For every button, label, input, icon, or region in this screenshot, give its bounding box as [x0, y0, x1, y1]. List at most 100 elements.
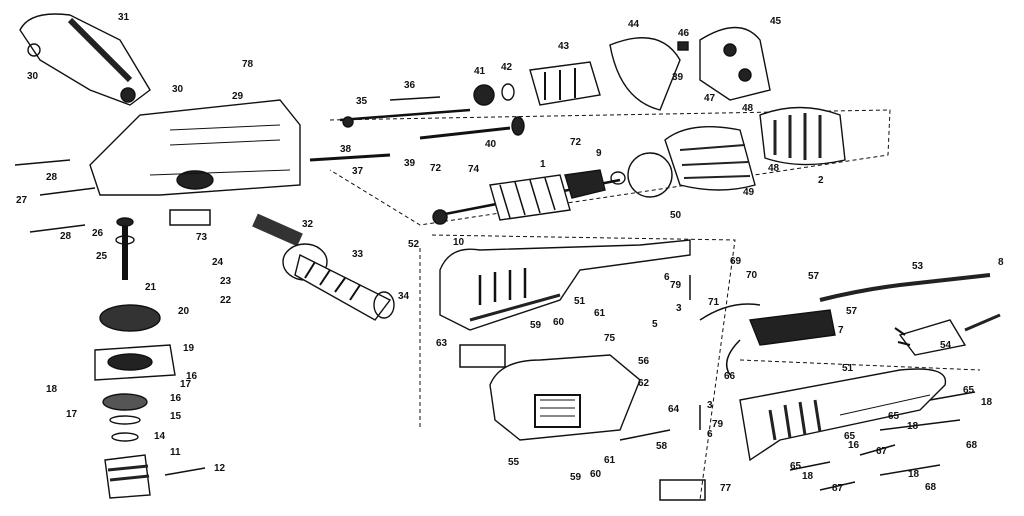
switch-part: [699, 303, 836, 376]
callout-label: 87: [832, 483, 844, 494]
callout-label: 17: [180, 379, 192, 390]
callout-label: 14: [154, 431, 166, 442]
callout-label: 38: [340, 144, 352, 155]
callout-label: 71: [708, 297, 720, 308]
callout-label: 35: [356, 96, 368, 107]
field-coil-part: [627, 106, 846, 198]
callout-label: 60: [590, 469, 602, 480]
callout-label: 7: [838, 325, 844, 336]
side-handle-part: [252, 213, 395, 321]
callout-label: 73: [196, 232, 208, 243]
callout-label: 74: [468, 164, 480, 175]
callout-label: 11: [170, 447, 181, 458]
callout-label: 21: [145, 282, 157, 293]
callout-label: 65: [844, 431, 856, 442]
callout-label: 40: [485, 139, 497, 150]
callout-label: 61: [594, 308, 606, 319]
callout-label: 67: [876, 446, 888, 457]
callout-label: 64: [668, 404, 680, 415]
callout-label: 26: [92, 228, 104, 239]
callout-label: 25: [96, 251, 108, 262]
callout-label: 23: [220, 276, 232, 287]
callout-label: 18: [908, 469, 920, 480]
callout-label: 5: [652, 319, 658, 330]
callout-label: 22: [220, 295, 232, 306]
motor-housing-lower: [489, 354, 641, 441]
callout-label: 51: [574, 296, 586, 307]
callout-label: 66: [724, 371, 736, 382]
callout-label: 68: [925, 482, 937, 493]
callout-label: 79: [670, 280, 682, 291]
callout-label: 3: [707, 400, 713, 411]
callout-label: 16: [186, 371, 198, 382]
callout-label: 30: [172, 84, 184, 95]
callout-label: 17: [66, 409, 78, 420]
bearing-parts: [473, 61, 601, 106]
callout-label: 45: [770, 16, 782, 27]
callout-label: 28: [46, 172, 58, 183]
callout-label: 65: [888, 411, 900, 422]
callout-label: 54: [940, 340, 952, 351]
callout-label: 77: [720, 483, 732, 494]
callout-label: 39: [672, 72, 684, 83]
callout-label: 72: [570, 137, 582, 148]
callout-label: 9: [596, 148, 602, 159]
callout-label: 39: [404, 158, 416, 169]
callout-label: 37: [352, 166, 364, 177]
callout-label: 31: [118, 12, 130, 23]
callout-label: 78: [242, 59, 254, 70]
callout-label: 29: [232, 91, 244, 102]
callout-label: 65: [963, 385, 975, 396]
callout-label: 43: [558, 41, 570, 52]
callout-label: 12: [214, 463, 226, 474]
callout-label: 72: [430, 163, 442, 174]
callout-label: 27: [16, 195, 28, 206]
power-cord-part: [819, 273, 1001, 356]
callout-label: 33: [352, 249, 364, 260]
motor-housing-upper: [439, 239, 691, 331]
callout-label: 48: [768, 163, 780, 174]
callout-label: 15: [170, 411, 182, 422]
callout-label: 57: [846, 306, 858, 317]
callout-label: 18: [46, 384, 58, 395]
callout-label: 56: [638, 356, 650, 367]
callout-label: 69: [730, 256, 742, 267]
callout-label: 16: [170, 393, 182, 404]
callout-label: 48: [742, 103, 754, 114]
callout-label: 46: [678, 28, 690, 39]
callout-label: 34: [398, 291, 410, 302]
callout-label: 79: [712, 419, 724, 430]
callout-label: 19: [183, 343, 195, 354]
callout-label: 1: [540, 159, 546, 170]
callout-label: 32: [302, 219, 314, 230]
callout-label: 57: [808, 271, 820, 282]
spindle-stack-left: [94, 217, 206, 499]
callout-label: 44: [628, 19, 640, 30]
spindle-shafts: [309, 96, 525, 162]
callout-label: 75: [604, 333, 616, 344]
callout-label: 70: [746, 270, 758, 281]
callout-label: 55: [508, 457, 520, 468]
dashed-outline-top: [329, 109, 981, 501]
callout-label: 6: [664, 272, 670, 283]
callout-label: 2: [818, 175, 824, 186]
callout-label: 28: [60, 231, 72, 242]
callout-label: 24: [212, 257, 224, 268]
hardware-screws: [14, 159, 976, 501]
callout-label: 63: [436, 338, 448, 349]
callout-label: 6: [707, 429, 713, 440]
callout-label: 62: [638, 378, 650, 389]
callout-label: 18: [907, 421, 919, 432]
callout-label: 68: [966, 440, 978, 451]
callout-label: 10: [453, 237, 465, 248]
callout-label: 58: [656, 441, 668, 452]
rear-handle-part: [739, 368, 947, 462]
callout-label: 18: [981, 397, 993, 408]
callout-label: 3: [676, 303, 682, 314]
callout-label: 49: [743, 187, 755, 198]
armature-part: [432, 169, 626, 225]
callout-label: 42: [501, 62, 513, 73]
callout-label: 51: [842, 363, 854, 374]
